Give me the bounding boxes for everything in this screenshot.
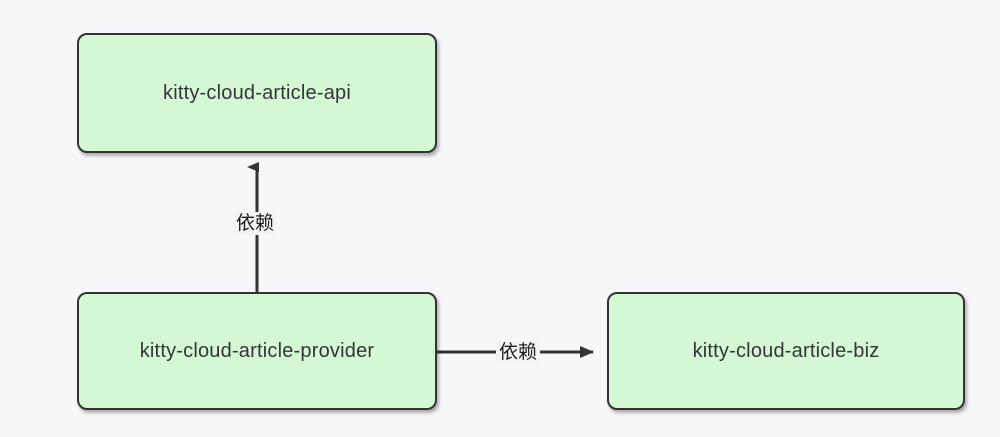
edge-label-provider-to-biz: 依赖 — [496, 341, 541, 364]
node-kitty-cloud-article-provider[interactable]: kitty-cloud-article-provider — [77, 292, 437, 410]
node-kitty-cloud-article-biz[interactable]: kitty-cloud-article-biz — [607, 292, 965, 410]
node-kitty-cloud-article-api[interactable]: kitty-cloud-article-api — [77, 33, 437, 153]
node-label: kitty-cloud-article-biz — [692, 340, 880, 362]
node-label: kitty-cloud-article-provider — [139, 340, 375, 362]
node-label: kitty-cloud-article-api — [163, 82, 351, 104]
edge-label-provider-to-api: 依赖 — [233, 212, 278, 235]
